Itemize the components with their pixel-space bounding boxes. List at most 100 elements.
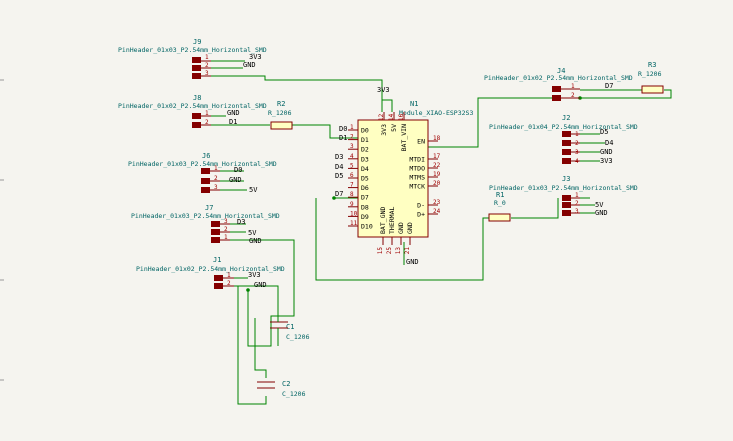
- j1-pad-2: [214, 283, 223, 289]
- n1-pin-name-mtdi: MTDI: [409, 156, 425, 164]
- j4-pin-1: 1: [571, 83, 575, 90]
- j6-net-3: 5V: [249, 186, 258, 194]
- n1-pin-num-6: 6: [350, 172, 354, 179]
- n1-pin-num-9: 9: [350, 201, 354, 208]
- j8-pin-1: 1: [205, 110, 209, 117]
- n1-pin-name-d5: D5: [361, 175, 369, 183]
- j2-net-2: D4: [605, 139, 613, 147]
- n1-pin-name-3v3: 3V3: [380, 124, 388, 136]
- header-j7[interactable]: J7 PinHeader_01x03_P2.54mm_Horizontal_SM…: [131, 204, 280, 245]
- n1-pin-num-10: 10: [350, 210, 358, 217]
- header-j2[interactable]: J2 PinHeader_01x04_P2.54mm_Horizontal_SM…: [489, 114, 638, 165]
- c2-ref: C2: [282, 380, 290, 388]
- j3-pad-2: [562, 202, 571, 208]
- j1-value: PinHeader_01x02_P2.54mm_Horizontal_SMD: [136, 265, 285, 273]
- j3-net-3: GND: [595, 209, 608, 217]
- j1-pad-1: [214, 275, 223, 281]
- j7-pad-2: [211, 229, 220, 235]
- n1-body: [357, 119, 429, 238]
- net-label-d0: D0: [339, 125, 347, 133]
- n1-pin-name-mtms: MTMS: [409, 174, 425, 182]
- capacitor-c2[interactable]: C2 C_1206: [257, 380, 306, 398]
- n1-pin-num-3: 3: [350, 143, 354, 150]
- j4-ref: J4: [557, 67, 565, 75]
- j3-value: PinHeader_01x03_P2.54mm_Horizontal_SMD: [489, 184, 638, 192]
- n1-pin-name-bat_gnd-15: BAT_GND: [379, 207, 387, 234]
- j8-net-2: D1: [229, 118, 237, 126]
- header-j9[interactable]: J9 PinHeader_01x03_P2.54mm_Horizontal_SM…: [118, 38, 267, 79]
- n1-pin-num-22: 22: [433, 162, 441, 169]
- j2-pad-3: [562, 149, 571, 155]
- net-label-d3: D3: [335, 153, 343, 161]
- r1-ref: R1: [496, 191, 504, 199]
- j7-pin-a: 3: [224, 218, 228, 225]
- j9-pad-1: [192, 57, 201, 63]
- j8-pad-1: [192, 113, 201, 119]
- r2-value: R_1206: [268, 109, 292, 117]
- j6-net-2: GND: [229, 176, 242, 184]
- n1-pin-num-4: 4: [350, 153, 354, 160]
- j6-pin-1: 1: [214, 165, 218, 172]
- n1-pin-name-mtck: MTCK: [409, 183, 425, 191]
- j9-pin-2: 2: [205, 62, 209, 69]
- module-net-labels: 3V3 D0 D1 D3 D4 D5 D7 GND: [335, 86, 419, 266]
- n1-pin-name-en: EN: [417, 138, 425, 146]
- wires: [211, 60, 672, 405]
- n1-pin-name-d10: D10: [361, 223, 373, 231]
- j6-value: PinHeader_01x03_P2.54mm_Horizontal_SMD: [128, 160, 277, 168]
- j3-pin-2: 2: [575, 200, 579, 207]
- j6-net-1: D0: [234, 166, 242, 174]
- n1-pin-num-7: 7: [350, 182, 354, 189]
- n1-pin-num-23: 23: [433, 199, 441, 206]
- n1-pin-name-d6: D6: [361, 184, 369, 192]
- j3-ref: J3: [562, 175, 570, 183]
- j9-pin-1: 1: [205, 54, 209, 61]
- resistor-r1[interactable]: R1 R_0: [488, 191, 511, 222]
- n1-pin-name-d1: D1: [361, 136, 369, 144]
- j2-pad-2: [562, 140, 571, 146]
- n1-pin-name-mtdo: MTDO: [409, 165, 425, 173]
- resistor-r3[interactable]: R3 R_1206: [638, 61, 664, 94]
- j7-pad-1: [211, 237, 220, 243]
- sheet-border-ticks: [0, 79, 4, 381]
- j4-pad-1: [552, 86, 561, 92]
- j7-value: PinHeader_01x03_P2.54mm_Horizontal_SMD: [131, 212, 280, 220]
- j9-pad-2: [192, 65, 201, 71]
- j4-net-2: D7: [605, 82, 613, 90]
- r3-value: R_1206: [638, 70, 662, 78]
- n1-pin-num-8: 8: [350, 191, 354, 198]
- j6-ref: J6: [202, 152, 210, 160]
- j9-net-1: 3V3: [249, 53, 262, 61]
- n1-value: Module_XIAO-ESP32S3: [399, 109, 473, 117]
- n1-pin-name-d2: D2: [361, 146, 369, 154]
- net-label-d7: D7: [335, 190, 343, 198]
- j7-net-c: GND: [249, 237, 262, 245]
- j8-ref: J8: [193, 94, 201, 102]
- n1-pin-name-d9: D9: [361, 213, 369, 221]
- header-j8[interactable]: J8 PinHeader_01x02_P2.54mm_Horizontal_SM…: [118, 94, 267, 128]
- j3-pad-1: [562, 195, 571, 201]
- n1-pin-num-1: 1: [350, 124, 354, 131]
- header-j3[interactable]: J3 PinHeader_01x03_P2.54mm_Horizontal_SM…: [489, 175, 638, 217]
- n1-pin-name-d0: D0: [361, 127, 369, 135]
- n1-pin-name-dx: D-: [417, 202, 425, 210]
- j2-net-4: 3V3: [600, 157, 613, 165]
- header-j4[interactable]: J4 PinHeader_01x02_P2.54mm_Horizontal_SM…: [484, 67, 633, 101]
- j8-pad-2: [192, 122, 201, 128]
- r2-ref: R2: [277, 100, 285, 108]
- header-j1[interactable]: J1 PinHeader_01x02_P2.54mm_Horizontal_SM…: [136, 256, 285, 289]
- capacitor-c1[interactable]: C1 C_1206: [270, 294, 310, 346]
- j2-value: PinHeader_01x04_P2.54mm_Horizontal_SMD: [489, 123, 638, 131]
- n1-pin-name-thermal-25: THERMAL: [388, 207, 396, 234]
- j2-net-1: D5: [600, 128, 608, 136]
- j1-net-2: GND: [254, 281, 267, 289]
- resistor-r2[interactable]: R2 R_1206: [268, 100, 293, 130]
- j8-pin-2: 2: [205, 119, 209, 126]
- c1-value: C_1206: [286, 333, 310, 341]
- header-j6[interactable]: J6 PinHeader_01x03_P2.54mm_Horizontal_SM…: [128, 152, 277, 194]
- net-label-gnd: GND: [406, 258, 419, 266]
